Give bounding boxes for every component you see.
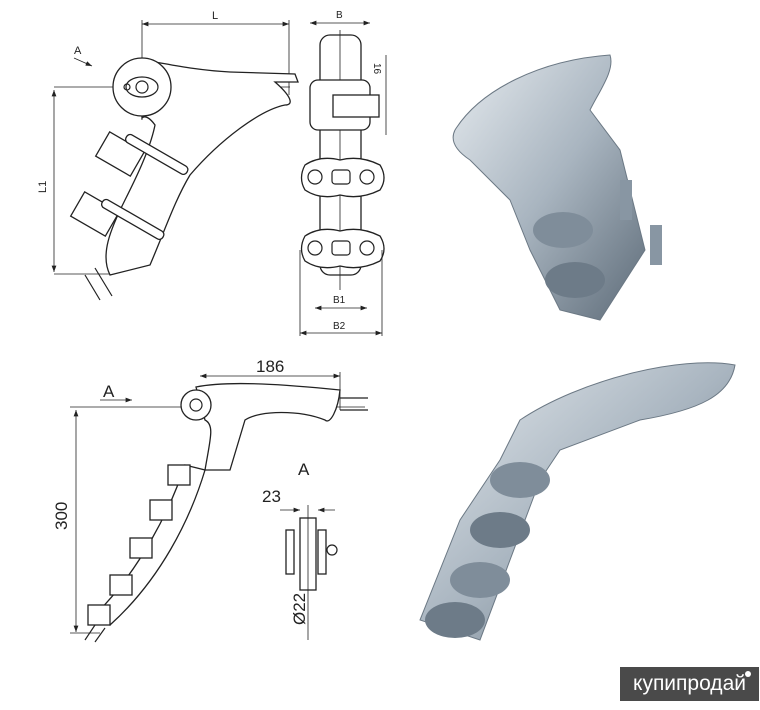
dim-B1: B1 — [333, 295, 346, 306]
product-photo-bottom — [419, 362, 736, 641]
view-arrow-A: A — [74, 45, 82, 57]
view-A-detail: A 23 Ø22 — [262, 460, 338, 640]
dim-L: L — [212, 10, 218, 22]
dim-B2: B2 — [333, 321, 346, 332]
dim-16: 16 — [371, 63, 382, 75]
dim-186: 186 — [256, 357, 284, 376]
dim-L1: L1 — [37, 181, 49, 193]
view-label-A: A — [298, 460, 310, 479]
dim-300: 300 — [52, 502, 71, 530]
top-side-view: L A L1 — [37, 10, 299, 301]
dim-diameter-22: Ø22 — [290, 593, 309, 625]
dim-23: 23 — [262, 487, 281, 506]
watermark-logo: купипродай — [620, 667, 759, 701]
watermark-text: купипродай — [633, 672, 746, 695]
dim-B: B — [336, 10, 343, 21]
bottom-side-view: 186 A 300 — [52, 357, 368, 643]
view-arrow-A-bottom: A — [103, 382, 115, 401]
watermark-dot — [745, 671, 751, 677]
product-photo-top — [452, 54, 662, 321]
top-front-view: B 16 B1 B2 — [299, 10, 387, 336]
